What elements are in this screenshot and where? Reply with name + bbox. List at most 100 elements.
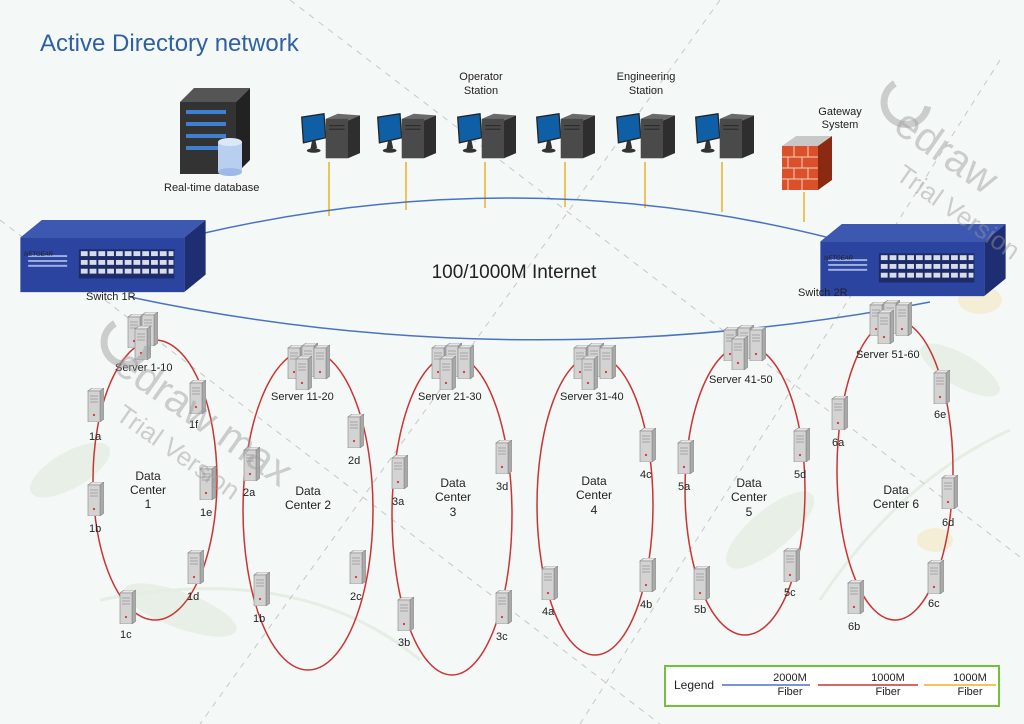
database-label: Real-time database — [164, 182, 259, 194]
node-label-2a: 2a — [243, 487, 256, 499]
workstation-icon — [536, 113, 595, 159]
node-label-4a: 4a — [542, 606, 555, 618]
server-1c-icon — [119, 590, 136, 624]
page-title: Active Directory network — [40, 30, 300, 57]
legend-item-3-line2: Fiber — [957, 686, 982, 698]
server-3d-icon — [495, 440, 512, 474]
server-6e-icon — [933, 370, 950, 404]
server-3b-icon — [397, 597, 414, 631]
dc3-label-3: 3 — [450, 505, 457, 519]
node-label-5d: 5d — [794, 469, 806, 481]
switch-1r-label: Switch 1R — [86, 291, 136, 303]
dc1-label-3: 1 — [145, 497, 152, 511]
node-label-6c: 6c — [928, 598, 940, 610]
node-label-3b: 3b — [398, 637, 410, 649]
server-4c-icon — [639, 428, 656, 462]
server-3c-icon — [495, 590, 512, 624]
node-label-5c: 5c — [784, 587, 796, 599]
legend-item-1-line2: Fiber — [777, 686, 802, 698]
server-cluster-3-icon — [431, 343, 474, 390]
dc5-label-3: 5 — [746, 505, 753, 519]
server-5d-icon — [793, 428, 810, 462]
server-cluster-5-icon — [723, 325, 766, 370]
server-4b-icon — [639, 558, 656, 592]
legend: Legend 2000M Fiber 1000M Fiber 1000M Fib… — [664, 665, 1000, 707]
node-label-2d: 2d — [348, 455, 360, 467]
node-label-6a: 6a — [832, 437, 845, 449]
node-label-4b: 4b — [640, 599, 652, 611]
operator-label-2: Station — [464, 85, 498, 97]
node-label-6e: 6e — [934, 409, 946, 421]
legend-item-3-line1: 1000M — [953, 672, 987, 684]
server-1b-icon — [87, 482, 104, 516]
data-center-labels: Data Center 1 Data Center 2 Data Center … — [130, 469, 919, 519]
node-label-1a: 1a — [89, 431, 102, 443]
server-group-3-label: Server 21-30 — [418, 391, 482, 403]
switch-1r-brand: NETGEAR — [24, 252, 54, 258]
network-label: 100/1000M Internet — [432, 262, 598, 283]
dc5-label-2: Center — [731, 490, 767, 504]
engineering-label-2: Station — [629, 85, 663, 97]
workstation-icon — [616, 113, 675, 159]
node-label-6b: 6b — [848, 621, 860, 633]
node-label-6d: 6d — [942, 517, 954, 529]
node-label-3a: 3a — [392, 496, 405, 508]
server-6b-icon — [847, 580, 864, 614]
workstations — [301, 113, 754, 159]
server-cluster-2-icon — [287, 343, 330, 390]
server-3a-icon — [391, 455, 408, 489]
orange-links — [328, 162, 805, 222]
node-label-2c: 2c — [350, 591, 362, 603]
server-group-6-label: Server 51-60 — [856, 349, 920, 361]
legend-title: Legend — [674, 678, 714, 692]
node-label-1c: 1c — [120, 629, 132, 641]
node-label-1b: 1b — [89, 523, 101, 535]
server-cluster-6-icon — [869, 300, 912, 344]
dc4-label-2: Center — [576, 488, 612, 502]
node-label-1e: 1e — [200, 507, 212, 519]
workstation-icon — [695, 113, 754, 159]
dc3-label-1: Data — [440, 476, 466, 490]
server-5a-icon — [677, 440, 694, 474]
server-6a-icon — [831, 396, 848, 430]
dc6-label-2: Center 6 — [873, 497, 919, 511]
dc3-label-2: Center — [435, 490, 471, 504]
dc4-label-3: 4 — [591, 503, 598, 517]
node-label-3c: 3c — [496, 631, 508, 643]
legend-box — [664, 665, 1000, 707]
dc5-label-1: Data — [736, 476, 762, 490]
dc4-label-1: Data — [581, 474, 607, 488]
server-group-1-label: Server 1-10 — [115, 362, 172, 374]
switch-2r-brand: NETGEAR — [824, 256, 854, 262]
server-2c-icon — [349, 550, 366, 584]
dc2-label-2: Center 2 — [285, 498, 331, 512]
firewall-icon — [782, 136, 832, 190]
server-4a-icon — [541, 566, 558, 600]
server-5c-icon — [783, 548, 800, 582]
legend-item-2-line1: 1000M — [871, 672, 905, 684]
server-cluster-4-icon — [573, 343, 616, 390]
switch-2r-label: Switch 2R — [798, 287, 848, 299]
node-label-2b: 1b — [253, 613, 265, 625]
server-group-4-label: Server 31-40 — [560, 391, 624, 403]
workstation-icon — [457, 113, 516, 159]
node-label-5a: 5a — [678, 481, 691, 493]
server-1d-icon — [187, 550, 204, 584]
database-server — [180, 88, 250, 176]
server-2b-icon — [253, 572, 270, 606]
server-group-5-label: Server 41-50 — [709, 374, 773, 386]
server-6c-icon — [927, 560, 944, 594]
server-6d-icon — [941, 475, 958, 509]
dc1-label-2: Center — [130, 483, 166, 497]
blue-backbone — [129, 197, 931, 341]
dc2-label-1: Data — [295, 484, 321, 498]
gateway-label-1: Gateway — [818, 106, 862, 118]
server-2d-icon — [347, 414, 364, 448]
server-clusters — [127, 300, 912, 390]
server-group-2-label: Server 11-20 — [271, 391, 334, 403]
workstation-icon — [301, 113, 360, 159]
engineering-label-1: Engineering — [617, 71, 676, 83]
workstation-icon — [377, 113, 436, 159]
